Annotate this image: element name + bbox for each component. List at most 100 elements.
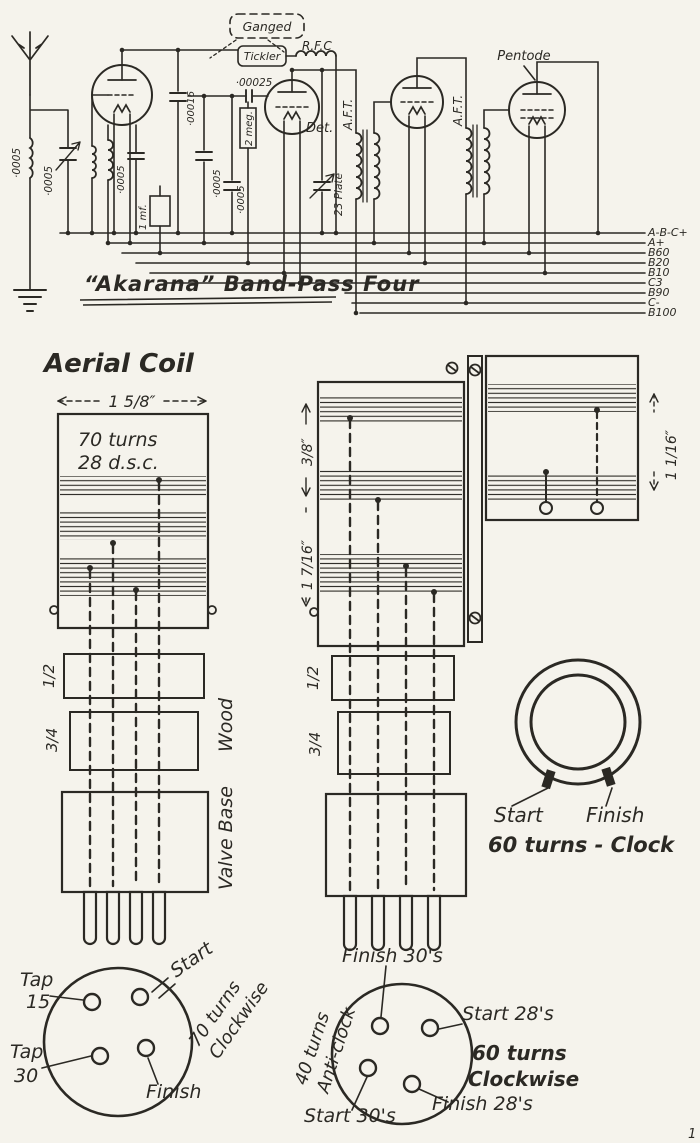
tuning-cap-2-label: ·0005: [212, 169, 223, 198]
grid-leak-box: [239, 107, 257, 149]
det-label: Det.: [306, 121, 333, 136]
start-label-left: Start: [166, 937, 218, 983]
strip-screws: [445, 361, 482, 625]
turns-label-1: 70 turns: [78, 429, 158, 451]
panel-terminal-left: [539, 501, 553, 515]
winding-bands-2: [320, 396, 462, 594]
ring-start-label: Start: [494, 803, 544, 827]
det-cap-label: ·0005: [236, 185, 247, 214]
schematic-title: “Akarana” Band-Pass Four: [84, 272, 420, 296]
dim-side-arrows: [301, 507, 311, 607]
valve-base-pins-2: [342, 894, 442, 952]
tickler-label: Tickler: [244, 50, 282, 63]
rail-label: A+: [647, 236, 665, 249]
pin-base-diagram-left: Tap 15 Tap 30 Start 70 turns Clockwise F…: [10, 937, 273, 1118]
band-pass-coil-assembly: 3/8″ 1 7/16″ 1 1/16″: [300, 354, 680, 952]
tap30-label-2: 30: [14, 1065, 38, 1087]
turns60-label-1: 60 turns: [472, 1041, 567, 1065]
turns-label-2: 28 d.s.c.: [78, 452, 159, 474]
valve-4-pentode: [508, 81, 566, 139]
dim-side-label: 1 7/16″: [300, 539, 316, 590]
dim-top-arrows: [301, 403, 311, 497]
wood-label: Wood: [215, 697, 237, 752]
spacer-threequarter-2-label: 3/4: [306, 732, 324, 756]
coil-former: [56, 412, 210, 630]
turns60-label-2: Clockwise: [468, 1067, 579, 1091]
spacer-threequarter-label: 3/4: [43, 728, 61, 752]
width-dim-label: 1 5/8″: [109, 392, 156, 411]
dim-panel-label: 1 1/16″: [664, 429, 680, 480]
tap15-label-2: 15: [26, 991, 50, 1013]
rail-label: C-: [648, 296, 660, 309]
ring-lugs: [541, 766, 616, 790]
pin-base-diagram-right: Finish 30's Start 28's 40 turns Anti-clo…: [291, 945, 579, 1127]
spacer-threequarter: [69, 711, 199, 771]
reaction-panel: [484, 354, 640, 522]
base-right-leaders: [351, 965, 463, 1111]
junction-dots: [65, 47, 601, 316]
rfc-coil: [295, 50, 337, 57]
ganged-box: [229, 13, 305, 39]
grid-cap-label: ·00025: [236, 77, 273, 89]
finish28-label: Finish 28's: [432, 1093, 533, 1115]
rail-label: B60: [648, 246, 670, 259]
aerial-coil-cap-label: ·0005: [11, 148, 23, 178]
valve-2-detector: [264, 79, 320, 135]
coil-former-2: [316, 380, 466, 648]
tuning-cap-1-label: ·0005: [43, 166, 55, 196]
spacer-half-2-label: 1/2: [304, 666, 322, 690]
rail-label: B100: [648, 306, 677, 319]
aerial-coil-heading: Aerial Coil: [42, 349, 195, 379]
rail-label: B90: [648, 286, 670, 299]
circuit-schematic: [11, 13, 646, 316]
aft-1-label: A.F.T.: [341, 99, 355, 131]
valve-base-pins: [82, 890, 167, 946]
aft-transformer-1: [355, 129, 381, 203]
winding-bands: [60, 476, 206, 596]
valve-1: [91, 64, 153, 126]
finish-label-left: Finish: [146, 1081, 201, 1103]
start30-label: Start 30's: [304, 1105, 396, 1127]
aft-transformer-2: [465, 124, 491, 198]
rail-label: B10: [648, 266, 670, 279]
fixed-cond-label: 1 mf.: [138, 204, 149, 230]
panel-lead-dots: [543, 407, 600, 475]
mounting-lug-left: [49, 605, 59, 615]
dim-panel-arrows: [649, 393, 659, 491]
aerial-coil-assembly: Aerial Coil 1 5/8″ 70 turns 28 d.s.c. 1/…: [40, 349, 237, 946]
ganged-leader-lines: [209, 39, 285, 59]
ring-turns-label: 60 turns - Clock: [488, 833, 676, 857]
tap15-label-1: Tap: [20, 969, 53, 991]
panel-terminal-right: [590, 501, 604, 515]
base-left-leaders: [41, 977, 176, 1085]
ganged-label: Ganged: [243, 19, 292, 34]
base-right-pins: [358, 1016, 440, 1094]
ring-inner: [529, 673, 627, 771]
valve-base-block-2: [324, 792, 468, 898]
reaction-ring-coil: Start Finish 60 turns - Clock: [488, 658, 676, 857]
base-circle-left: [42, 966, 194, 1118]
page-number: 1: [688, 1127, 696, 1142]
base-circle-right: [330, 982, 474, 1126]
mounting-strip: [467, 355, 483, 643]
pentode-label: Pentode: [497, 49, 550, 64]
rail-label: B20: [648, 256, 670, 269]
tap30-label-1: Tap: [10, 1041, 43, 1063]
valve-base-label: Valve Base: [215, 786, 237, 890]
capacitor-symbols: [55, 89, 335, 199]
aft-2-label: A.F.T.: [451, 95, 465, 127]
dim-top-label: 3/8″: [300, 437, 316, 466]
mounting-lug-right: [207, 605, 217, 615]
mounting-lug-left-2: [309, 607, 319, 617]
spacer-half-label: 1/2: [40, 664, 58, 688]
lead-out-dashed-wires: [88, 480, 161, 888]
ring-outer: [514, 658, 642, 786]
inductor-coils: [28, 50, 337, 181]
finish30-label: Finish 30's: [342, 945, 443, 967]
tickler-box: [237, 45, 287, 67]
rail-label: C3: [648, 276, 663, 289]
spacer-half: [63, 653, 205, 699]
width-dimension: [57, 396, 207, 406]
